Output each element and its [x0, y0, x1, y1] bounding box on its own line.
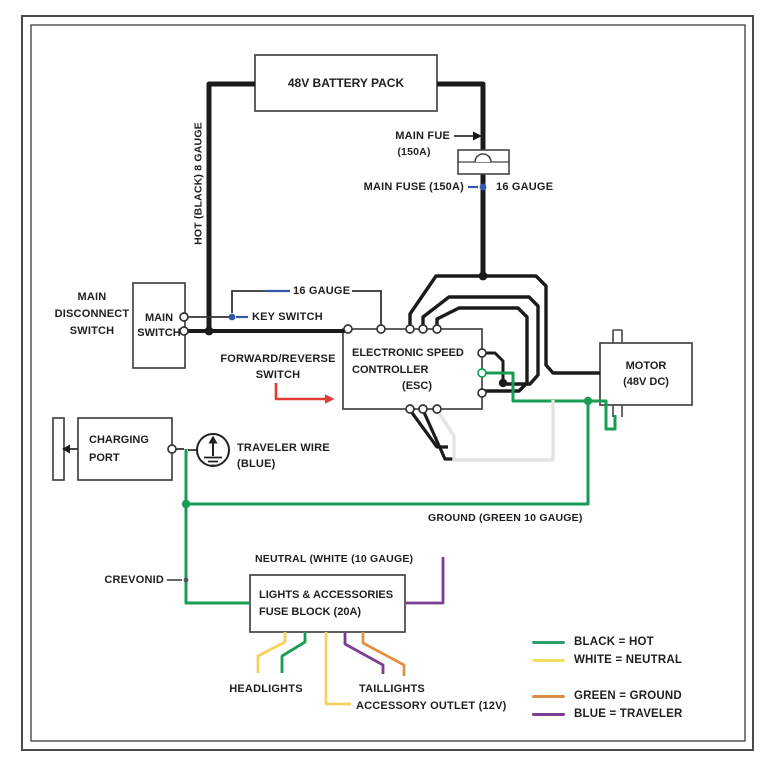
esc-right-stub-wire: [483, 351, 505, 381]
legend-item-neutral: WHITE = NEUTRAL: [532, 654, 682, 666]
neutral-white-wire: [435, 400, 555, 462]
motor-box: [599, 342, 693, 406]
battery-label: 48V BATTERY PACK: [287, 76, 405, 90]
taillight-purple-wire: [343, 632, 385, 674]
junction-dots: [181, 183, 593, 583]
key-switch-label: KEY SWITCH: [252, 311, 323, 323]
key-switch-gauge-label: 16 GAUGE: [293, 285, 351, 297]
charging-ground-wire: [184, 449, 250, 605]
esc-bottom-stub-2: [421, 409, 453, 461]
motor-terminals: [612, 329, 623, 417]
crevonid-label: CREVONID: [104, 574, 164, 586]
forward-reverse-arrow-icon: [274, 383, 335, 404]
fuse-gauge-label: 16 GAUGE: [496, 181, 554, 193]
hot-wire-gauge-label: HOT (BLACK) 8 GAUGE: [192, 122, 205, 245]
legend-item-ground: GREEN = GROUND: [532, 690, 682, 702]
main-fuse-callout-line2: (150A): [397, 146, 431, 158]
blue-wires: [236, 185, 478, 319]
loop-wire-inner: [435, 306, 529, 393]
charging-arrowhead: [62, 444, 70, 454]
forward-reverse-label: FORWARD/REVERSE SWITCH: [220, 353, 336, 381]
main-disconnect-label: MAIN DISCONNECT SWITCH: [54, 291, 130, 337]
legend-swatch-traveler: [532, 712, 565, 716]
taillights-label: TAILLIGHTS: [359, 683, 425, 695]
accessory-outlet-wire: [324, 632, 351, 706]
gauge-bracket-line: [231, 290, 266, 313]
fuse-callout-arrowhead: [473, 131, 482, 141]
main-switch-label: MAIN SWITCH: [137, 311, 181, 339]
fuse-icon: [457, 149, 510, 175]
fuse-block-purple-wire: [405, 557, 445, 605]
battery-negative-wire: [206, 81, 255, 331]
esc-label: ELECTRONIC SPEED CONTROLLER (ESC): [352, 347, 464, 393]
legend-swatch-ground: [532, 694, 565, 698]
esc-motor-loop-wires: [408, 274, 600, 461]
fuse-block-label: LIGHTS & ACCESSORIES FUSE BLOCK (20A): [259, 589, 394, 618]
legend-item-hot: BLACK = HOT: [532, 636, 654, 648]
esc-box: [342, 328, 483, 410]
thin-wires: [70, 135, 473, 581]
accessory-outlet-label: ACCESSORY OUTLET (12V): [356, 700, 507, 712]
motor-label: MOTOR (48V DC): [623, 360, 669, 388]
esc-bottom-stub-1: [408, 409, 448, 449]
component-boxes: [52, 54, 693, 633]
loop-wire-outer: [408, 274, 600, 375]
motor-ground-wire: [588, 399, 617, 431]
hot-wires: [188, 81, 486, 333]
legend-swatch-neutral: [532, 658, 565, 662]
arrowheads: [62, 131, 482, 454]
battery-positive-wire: [437, 81, 486, 276]
ground-bus-wire: [186, 401, 590, 506]
headlight-green-wire: [280, 632, 307, 673]
terminal-circles: [167, 312, 487, 454]
legend-swatch-hot: [532, 640, 565, 644]
main-fuse-callout-line1: MAIN FUE: [395, 130, 450, 142]
headlight-yellow-wire: [256, 632, 287, 673]
traveler-wire-label: TRAVELER WIRE (BLUE): [237, 442, 330, 470]
diagram-border: [21, 15, 754, 751]
ground-wire-label: GROUND (GREEN 10 GAUGE): [428, 512, 583, 524]
charging-port-label: CHARGING PORT: [89, 434, 149, 464]
main-fuse-label: MAIN FUSE (150A): [363, 181, 464, 193]
ground-symbol-icon: [196, 433, 230, 467]
esc-ground-wire: [484, 371, 588, 403]
loop-wire-middle: [421, 295, 540, 386]
key-switch-to-esc-wire: [352, 290, 382, 327]
fuse-block-box: [249, 574, 406, 633]
legend-item-traveler: BLUE = TRAVELER: [532, 708, 683, 720]
accessory-wires: [256, 557, 445, 706]
neutral-wire-label: NEUTRAL (WHITE (10 GAUGE): [255, 553, 414, 565]
battery-box: [254, 54, 438, 112]
taillight-orange-wire: [361, 632, 406, 676]
main-switch-box: [132, 282, 186, 369]
headlights-label: HEADLIGHTS: [229, 683, 303, 695]
